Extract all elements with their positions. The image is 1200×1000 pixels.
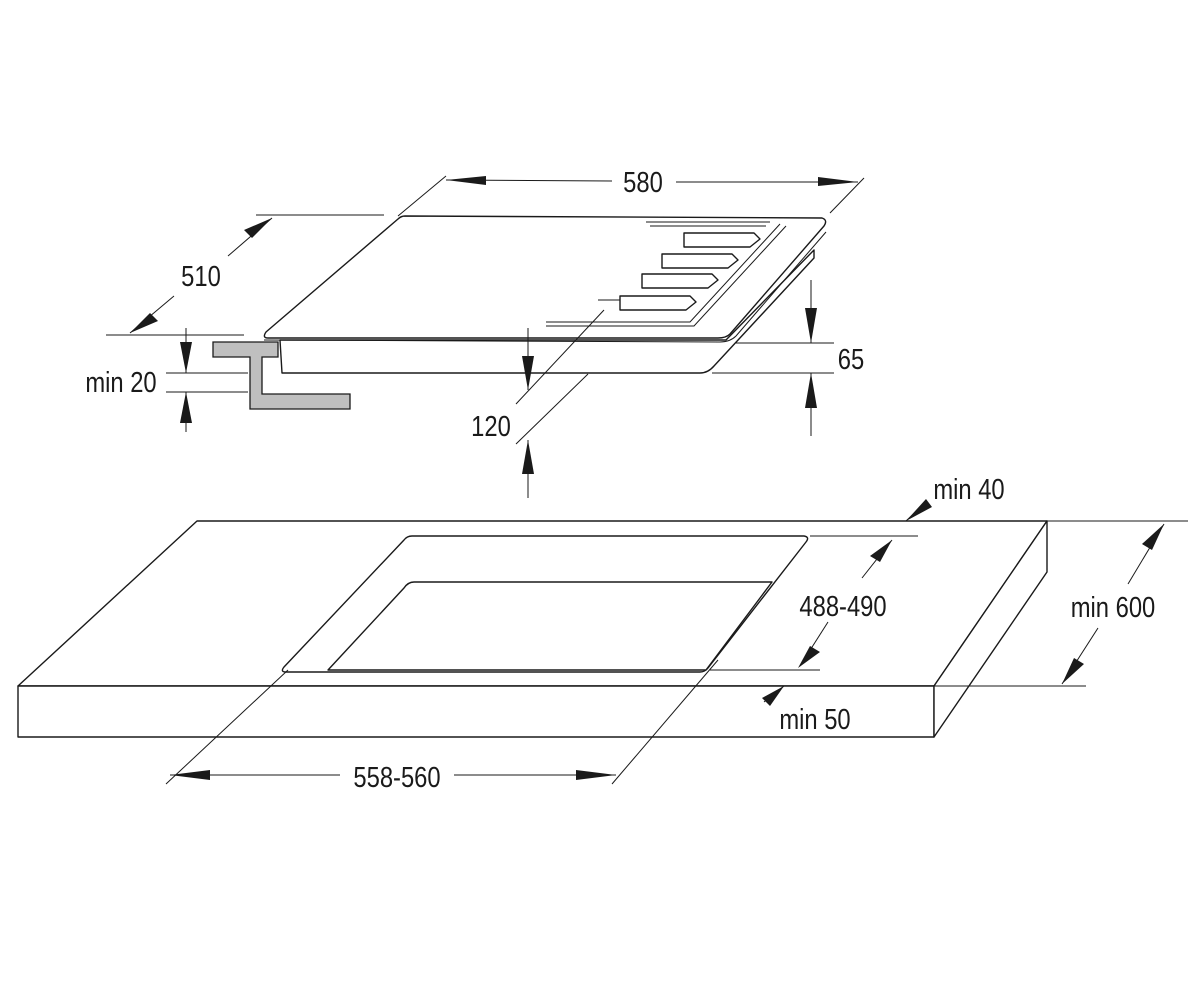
hob-unit — [263, 215, 827, 374]
dimension-cutout-width: 558-560 — [165, 659, 719, 794]
dimension-back-clearance: min 40 — [810, 473, 1005, 537]
front-clearance-label: min 50 — [779, 703, 850, 736]
dimension-front-clearance: min 50 — [762, 685, 851, 736]
dimension-hob-height: 65 — [712, 280, 864, 436]
dimension-hob-depth: 510 — [106, 214, 384, 336]
dimension-worktop-depth: min 600 — [934, 520, 1188, 687]
hob-plate-edge — [263, 231, 827, 343]
cutout-width-label: 558-560 — [353, 761, 440, 794]
dimension-hob-clearance: 120 — [471, 309, 605, 498]
cutout-depth-label: 488-490 — [799, 590, 886, 623]
worktop-side-face — [933, 520, 1048, 738]
hob-height-label: 65 — [838, 343, 864, 376]
hob-top-plate — [263, 215, 827, 339]
worktop — [17, 520, 1048, 738]
cutout-opening — [327, 581, 773, 671]
control-slots — [546, 221, 787, 327]
hob-depth-label: 510 — [181, 260, 221, 293]
support-label: min 20 — [85, 366, 156, 399]
dimension-hob-width: 580 — [397, 166, 865, 217]
worktop-surface — [17, 520, 1048, 687]
hob-clearance-label: 120 — [471, 410, 511, 443]
hob-width-label: 580 — [623, 166, 663, 199]
dimension-support: min 20 — [85, 328, 248, 432]
back-clearance-label: min 40 — [933, 473, 1004, 506]
dimension-cutout-depth: 488-490 — [710, 539, 893, 671]
worktop-depth-label: min 600 — [1071, 591, 1156, 624]
support-bracket — [212, 341, 351, 410]
cutout-rim — [281, 535, 809, 673]
